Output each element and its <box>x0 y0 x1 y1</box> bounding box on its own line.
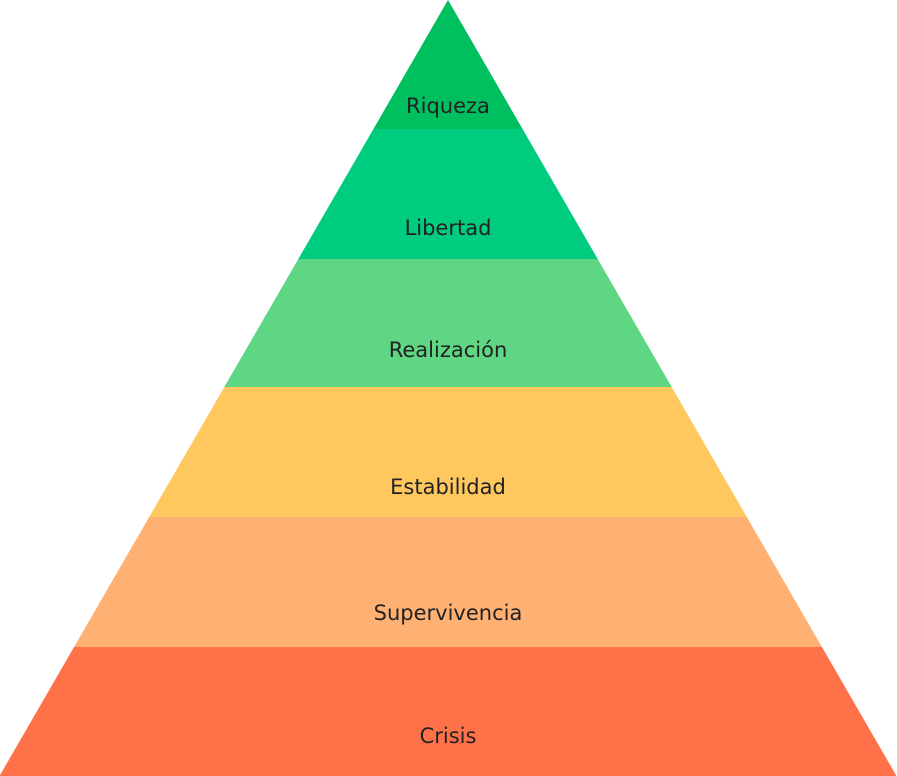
pyramid-level-label: Realización <box>389 338 508 362</box>
pyramid-level-label: Crisis <box>420 724 477 748</box>
pyramid-level-label: Libertad <box>405 216 492 240</box>
pyramid-level-label: Supervivencia <box>374 601 523 625</box>
pyramid-level-5 <box>0 647 897 776</box>
pyramid-level-3 <box>149 387 747 517</box>
pyramid-level-0 <box>373 0 523 129</box>
pyramid-level-4 <box>74 517 822 647</box>
pyramid-level-2 <box>224 259 672 387</box>
pyramid-level-1 <box>298 129 598 259</box>
pyramid-level-label: Estabilidad <box>390 475 506 499</box>
pyramid-level-label: Riqueza <box>406 94 490 118</box>
